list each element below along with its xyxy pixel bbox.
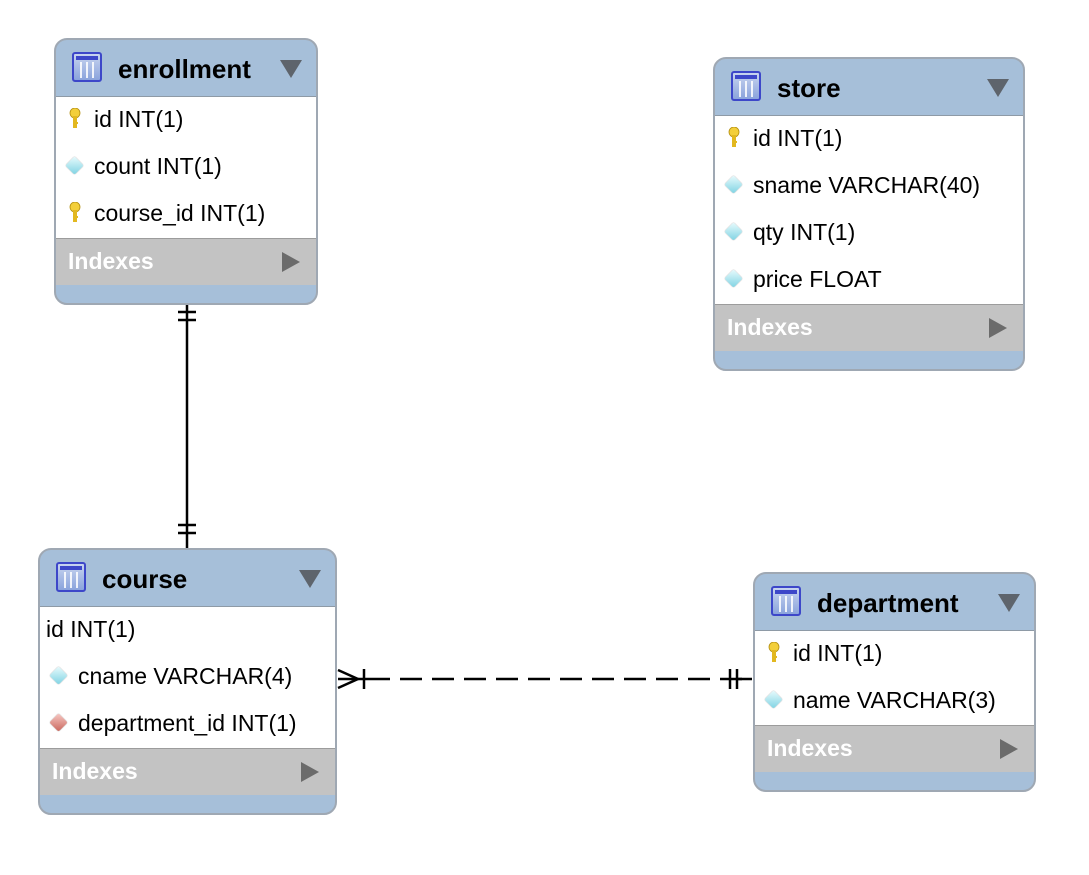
column-row[interactable]: id INT(1) <box>715 116 1023 163</box>
attribute-diamond-icon <box>49 666 68 685</box>
indexes-label: Indexes <box>767 735 853 761</box>
table-name: department <box>817 588 959 618</box>
column-row[interactable]: price FLOAT <box>715 257 1023 304</box>
primary-key-icon <box>728 127 740 147</box>
column-row[interactable]: sname VARCHAR(40) <box>715 163 1023 210</box>
columns-list: id INT(1) name VARCHAR(3) <box>755 630 1034 725</box>
columns-list: id INT(1) cname VARCHAR(4) department_id… <box>40 606 335 748</box>
table-header[interactable]: enrollment <box>56 40 316 96</box>
indexes-section[interactable]: Indexes <box>56 238 316 285</box>
table-icon <box>771 586 801 616</box>
table-name: course <box>102 564 188 594</box>
table-header[interactable]: course <box>40 550 335 606</box>
column-label: price FLOAT <box>753 266 882 292</box>
column-label: qty INT(1) <box>753 219 856 245</box>
expand-arrow-icon[interactable] <box>282 252 300 272</box>
column-label: id INT(1) <box>94 106 184 132</box>
column-row[interactable]: qty INT(1) <box>715 210 1023 257</box>
table-course[interactable]: course id INT(1) cname VARCHAR(4) depart… <box>38 548 337 815</box>
column-row[interactable]: count INT(1) <box>56 144 316 191</box>
column-row[interactable]: id INT(1) <box>40 607 335 654</box>
table-footer <box>56 285 316 303</box>
attribute-diamond-icon <box>764 690 783 709</box>
column-label: sname VARCHAR(40) <box>753 172 981 198</box>
table-footer <box>715 351 1023 369</box>
table-header[interactable]: department <box>755 574 1034 630</box>
relationship-course-department[interactable] <box>337 668 752 690</box>
column-row[interactable]: id INT(1) <box>755 631 1034 678</box>
relationship-enrollment-course[interactable] <box>178 300 196 548</box>
collapse-triangle-icon[interactable] <box>299 570 321 588</box>
expand-arrow-icon[interactable] <box>989 318 1007 338</box>
column-row[interactable]: department_id INT(1) <box>40 701 335 748</box>
column-row[interactable]: course_id INT(1) <box>56 191 316 238</box>
primary-key-icon <box>768 642 780 662</box>
column-label: cname VARCHAR(4) <box>78 663 293 689</box>
attribute-diamond-icon <box>724 222 743 241</box>
primary-key-icon <box>69 202 81 222</box>
primary-key-icon <box>69 108 81 128</box>
table-icon <box>56 562 86 592</box>
table-header[interactable]: store <box>715 59 1023 115</box>
column-row[interactable]: cname VARCHAR(4) <box>40 654 335 701</box>
indexes-label: Indexes <box>68 248 154 274</box>
column-label: id INT(1) <box>793 640 883 666</box>
indexes-section[interactable]: Indexes <box>755 725 1034 772</box>
expand-arrow-icon[interactable] <box>301 762 319 782</box>
column-label: course_id INT(1) <box>94 200 266 226</box>
column-label: id INT(1) <box>753 125 843 151</box>
attribute-diamond-icon <box>65 156 84 175</box>
column-label: name VARCHAR(3) <box>793 687 996 713</box>
column-label: id INT(1) <box>46 616 136 642</box>
table-name: store <box>777 73 841 103</box>
indexes-section[interactable]: Indexes <box>715 304 1023 351</box>
attribute-diamond-icon <box>724 269 743 288</box>
attribute-diamond-icon <box>724 175 743 194</box>
indexes-section[interactable]: Indexes <box>40 748 335 795</box>
expand-arrow-icon[interactable] <box>1000 739 1018 759</box>
table-store[interactable]: store id INT(1) sname VARCHAR(40) qty IN… <box>713 57 1025 371</box>
table-department[interactable]: department id INT(1) name VARCHAR(3) Ind… <box>753 572 1036 792</box>
columns-list: id INT(1) sname VARCHAR(40) qty INT(1) p… <box>715 115 1023 304</box>
table-icon <box>731 71 761 101</box>
collapse-triangle-icon[interactable] <box>280 60 302 78</box>
column-label: department_id INT(1) <box>78 710 297 736</box>
indexes-label: Indexes <box>52 758 138 784</box>
table-enrollment[interactable]: enrollment id INT(1) count INT(1) course… <box>54 38 318 305</box>
table-icon <box>72 52 102 82</box>
table-footer <box>755 772 1034 790</box>
column-row[interactable]: name VARCHAR(3) <box>755 678 1034 725</box>
table-name: enrollment <box>118 54 251 84</box>
columns-list: id INT(1) count INT(1) course_id INT(1) <box>56 96 316 238</box>
indexes-label: Indexes <box>727 314 813 340</box>
table-footer <box>40 795 335 813</box>
collapse-triangle-icon[interactable] <box>998 594 1020 612</box>
collapse-triangle-icon[interactable] <box>987 79 1009 97</box>
column-row[interactable]: id INT(1) <box>56 97 316 144</box>
column-label: count INT(1) <box>94 153 222 179</box>
foreign-key-diamond-icon <box>49 713 68 732</box>
